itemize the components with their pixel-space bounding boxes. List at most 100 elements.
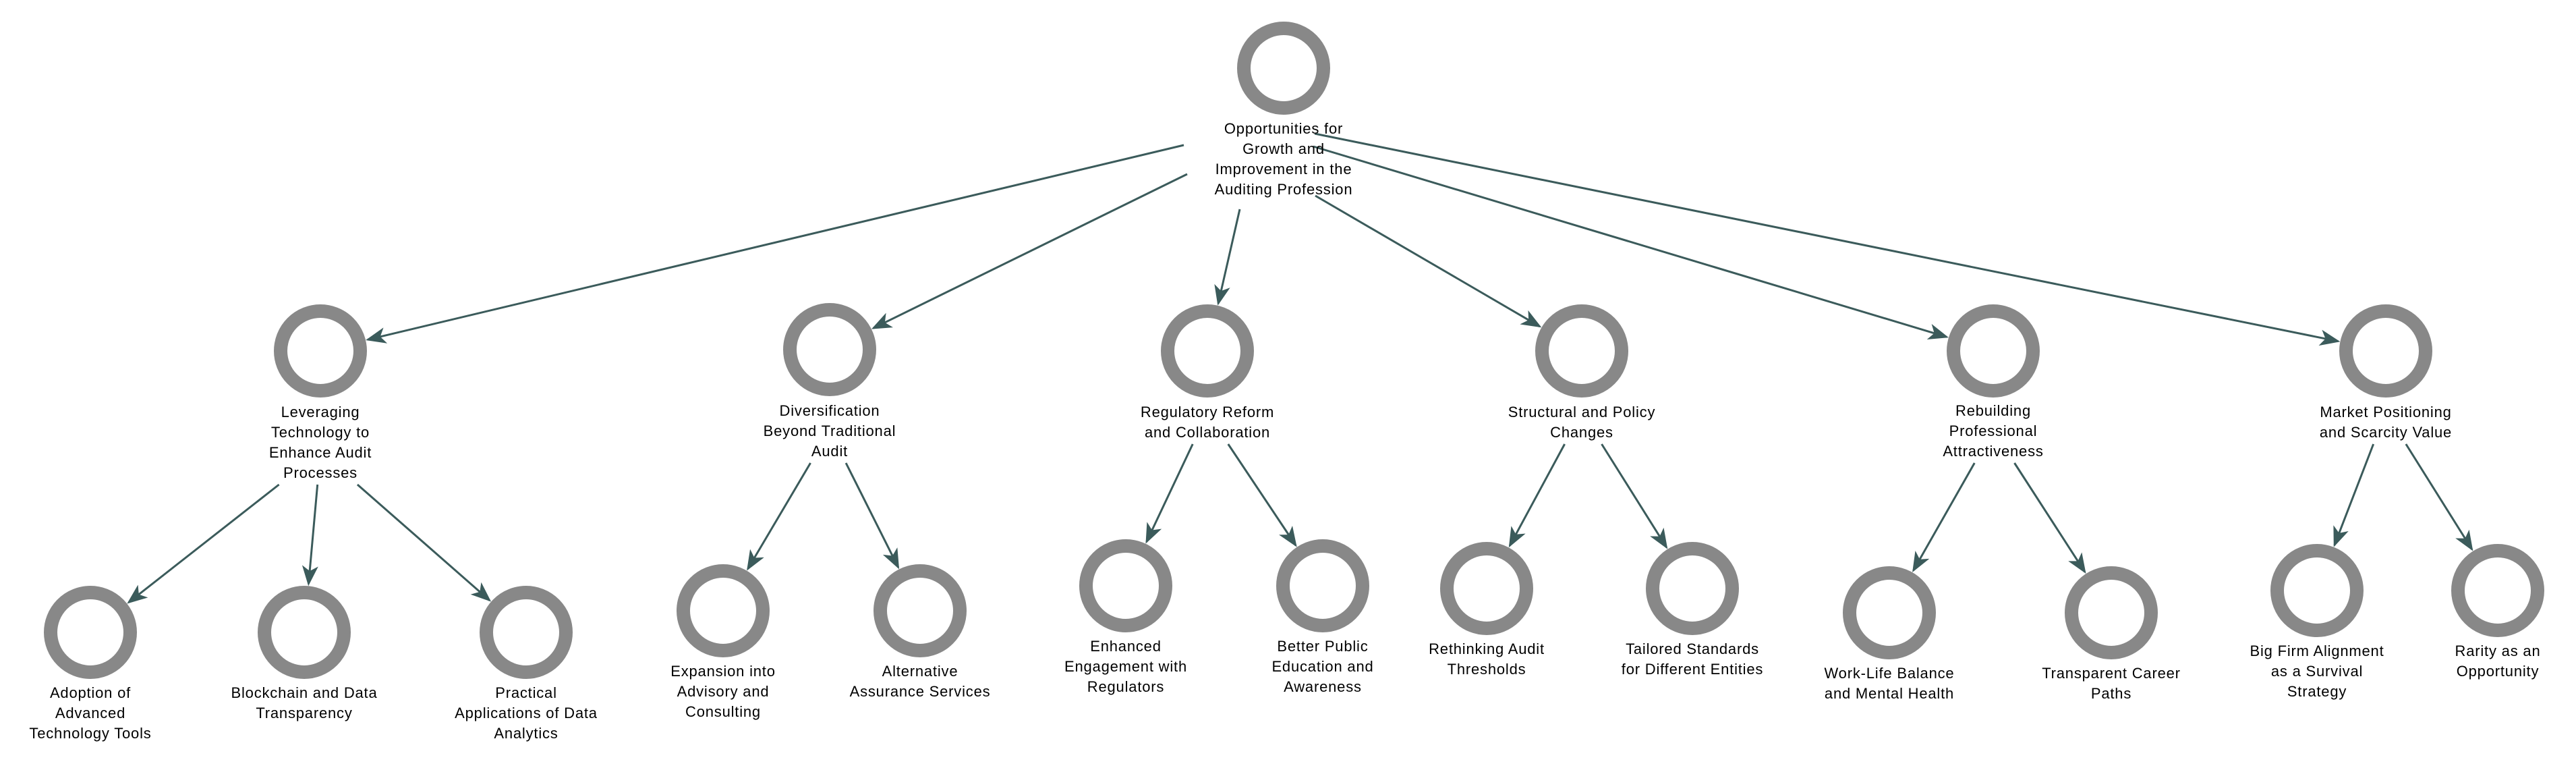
node-circle-rebuilding-attractiveness[interactable]	[1947, 304, 2040, 398]
edge-regulatory-reform-to-public-education	[1227, 443, 1297, 547]
node-label-line: Thresholds	[1447, 661, 1526, 678]
node-label-line: Rarity as an	[2455, 642, 2541, 659]
node-label-line: Better Public	[1277, 638, 1369, 655]
node-circle-expansion-advisory[interactable]	[677, 564, 770, 657]
node-label-line: and Collaboration	[1144, 424, 1271, 441]
node-label-line: Professional	[1949, 422, 2038, 439]
node-label-line: Technology to	[270, 424, 370, 441]
node-label-line: Enhanced	[1090, 638, 1162, 655]
node-label-line: Enhance Audit	[268, 444, 372, 461]
node-label-line: Paths	[2090, 685, 2132, 702]
node-label-line: Attractiveness	[1943, 443, 2044, 460]
node-circle-root[interactable]	[1237, 22, 1330, 115]
edge-root-to-market-positioning	[1314, 132, 2341, 346]
node-label-line: Technology Tools	[29, 725, 152, 742]
node-label-line: Analytics	[494, 725, 559, 742]
node-label-line: Adoption of	[49, 684, 132, 701]
edge-diversification-to-alternative-assurance	[845, 462, 900, 570]
edge-root-to-structural-policy	[1315, 194, 1542, 328]
node-label-line: Rebuilding	[1955, 402, 2031, 419]
edge-root-to-regulatory-reform	[1214, 209, 1241, 306]
edge-rebuilding-attractiveness-to-transparent-careers	[2013, 462, 2086, 574]
edge-regulatory-reform-to-enhanced-engagement	[1145, 443, 1194, 544]
node-label-line: Structural and Policy	[1508, 404, 1656, 420]
edge-leveraging-technology-to-practical-analytics	[356, 483, 492, 602]
node-label-line: Opportunity	[2456, 663, 2540, 680]
node-label-line: Transparent Career	[2042, 665, 2181, 682]
node-circle-practical-analytics[interactable]	[480, 586, 573, 679]
node-label-line: Market Positioning	[2320, 404, 2452, 420]
node-label-line: Regulatory Reform	[1140, 404, 1275, 420]
node-label-line: Practical	[495, 684, 557, 701]
node-label-line: and Scarcity Value	[2319, 424, 2453, 441]
edge-diversification-to-expansion-advisory	[747, 462, 811, 571]
node-label-line: Diversification	[779, 402, 880, 419]
node-circle-public-education[interactable]	[1276, 539, 1369, 632]
node-circle-rarity-opportunity[interactable]	[2451, 544, 2544, 637]
node-circle-work-life-balance[interactable]	[1843, 566, 1936, 659]
node-circle-market-positioning[interactable]	[2339, 304, 2432, 398]
edge-root-to-diversification	[871, 173, 1188, 329]
edge-structural-policy-to-rethinking-thresholds	[1508, 443, 1566, 548]
node-circle-alternative-assurance[interactable]	[874, 564, 967, 657]
node-label-line: Work-Life Balance	[1824, 665, 1955, 682]
node-label-line: Improvement in the	[1215, 161, 1352, 177]
node-label-line: Education and	[1271, 658, 1374, 675]
node-circle-regulatory-reform[interactable]	[1161, 304, 1254, 398]
node-label-line: Strategy	[2287, 683, 2347, 700]
node-label-line: Regulators	[1087, 678, 1165, 695]
node-label-line: for Different Entities	[1621, 661, 1764, 678]
node-label-regulatory-reform: Regulatory Reform and Collaboration	[1113, 402, 1302, 443]
edge-rebuilding-attractiveness-to-work-life-balance	[1912, 462, 1976, 573]
node-circle-transparent-careers[interactable]	[2065, 566, 2158, 659]
node-label-line: Leveraging	[281, 404, 360, 420]
node-label-market-positioning: Market Positioning and Scarcity Value	[2291, 402, 2480, 443]
edge-leveraging-technology-to-adoption-tools	[127, 483, 280, 604]
node-label-line: Auditing Profession	[1214, 181, 1353, 198]
node-circle-tailored-standards[interactable]	[1646, 542, 1739, 635]
node-label-line: Beyond Traditional	[763, 422, 896, 439]
node-label-line: Tailored Standards	[1626, 640, 1759, 657]
node-circle-blockchain-transparency[interactable]	[258, 586, 351, 679]
node-label-rarity-opportunity: Rarity as an Opportunity	[2403, 641, 2576, 682]
node-label-line: Processes	[283, 464, 357, 481]
node-circle-rethinking-thresholds[interactable]	[1440, 542, 1533, 635]
node-label-tailored-standards: Tailored Standards for Different Entities	[1598, 639, 1787, 680]
node-circle-enhanced-engagement[interactable]	[1079, 539, 1172, 632]
node-circle-adoption-tools[interactable]	[44, 586, 137, 679]
edge-structural-policy-to-tailored-standards	[1601, 443, 1668, 549]
node-label-line: Consulting	[685, 703, 761, 720]
node-circle-diversification[interactable]	[783, 303, 876, 396]
node-label-line: Transparency	[256, 705, 353, 721]
node-label-line: Growth and	[1242, 140, 1325, 157]
node-label-line: Engagement with	[1064, 658, 1187, 675]
edge-root-to-leveraging-technology	[366, 144, 1184, 344]
node-circle-leveraging-technology[interactable]	[274, 304, 367, 398]
edge-market-positioning-to-rarity-opportunity	[2405, 443, 2473, 551]
node-label-line: Assurance Services	[849, 683, 991, 700]
node-circle-structural-policy[interactable]	[1535, 304, 1628, 398]
edge-market-positioning-to-big-firm-alignment	[2333, 443, 2375, 547]
node-label-line: Blockchain and Data	[231, 684, 378, 701]
edge-leveraging-technology-to-blockchain-transparency	[302, 484, 319, 586]
node-circle-big-firm-alignment[interactable]	[2270, 544, 2364, 637]
node-label-line: Awareness	[1284, 678, 1362, 695]
node-label-line: Changes	[1550, 424, 1613, 441]
node-label-line: Applications of Data	[455, 705, 598, 721]
node-label-line: and Mental Health	[1824, 685, 1955, 702]
